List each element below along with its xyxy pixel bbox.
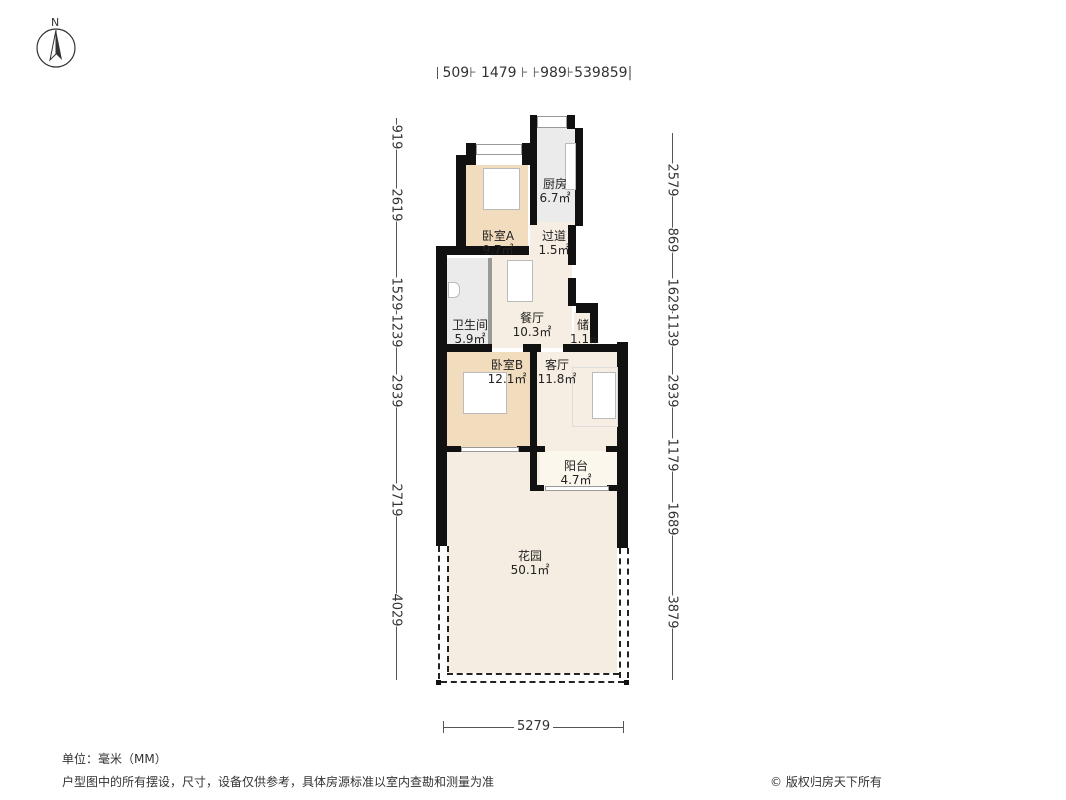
dim-top-2: 1479 [480,65,517,81]
north-arrow-icon [36,28,76,68]
dim-top-5: 859 [600,65,628,81]
kitchen-window [537,116,567,128]
top-dimensions: 509⊦ 1479 ⊦ ⊦989⊦539859| [437,65,632,81]
dim-top-4: 539 [574,65,601,81]
dining-table-icon [507,260,533,302]
disclaimer: 户型图中的所有摆设，尺寸，设备仅供参考，具体房源标准以室内查勘和测量为准 [62,775,495,789]
balcony-door [545,486,609,491]
bedroom-a-window [476,144,522,155]
passage [530,222,575,257]
dim-top-3: 989 [540,65,567,81]
bathroom [447,258,490,348]
bedroom-b-door [461,447,519,452]
unit-note: 单位：毫米（MM） [62,752,167,766]
bed-b-icon [463,372,507,414]
stove-icon [565,143,576,190]
sofa-icon [592,372,616,419]
dim-bottom: 5279 [514,720,554,734]
compass-label: N [51,16,60,29]
dim-top-1: 509 [442,65,470,81]
toilet-icon [448,282,460,298]
storage [574,312,590,348]
compass: N [33,16,79,70]
copyright: © 版权归房天下所有 [770,775,882,789]
bed-a-icon [483,168,520,210]
rug-icon [572,367,618,427]
